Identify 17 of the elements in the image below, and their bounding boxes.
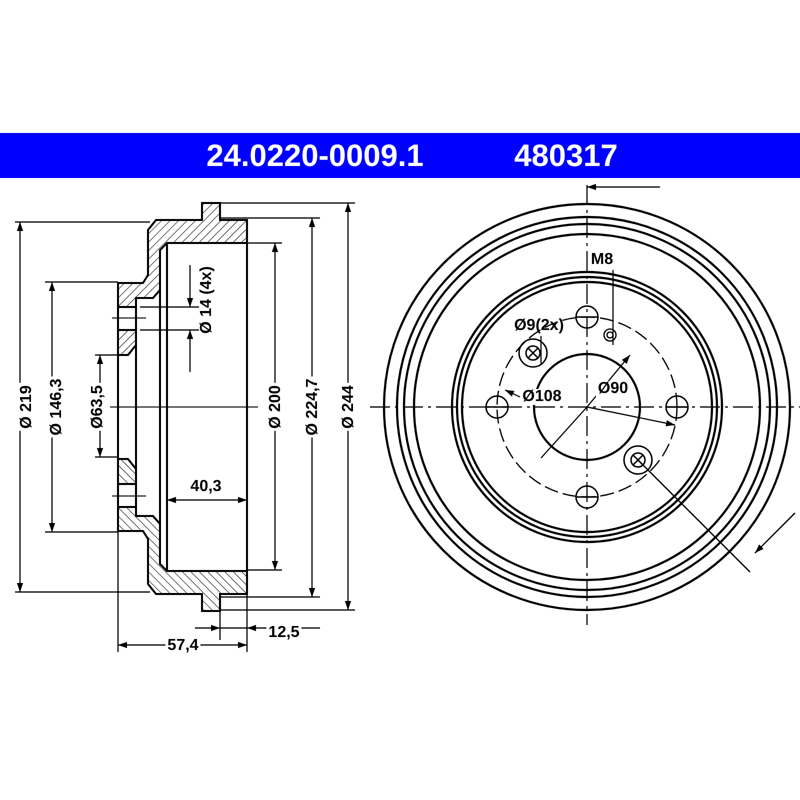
part-number: 24.0220-0009.1 [206, 136, 424, 175]
leader-line [540, 336, 542, 364]
dimension-label: Ø108 [520, 389, 564, 405]
part-number: 480317 [514, 136, 618, 175]
dimension-label: Ø 146,3 [49, 376, 65, 438]
dimension-label: Ø90 [596, 381, 630, 397]
callout-text: Ø9(2x) [506, 316, 572, 336]
dimension-label: Ø63,5 [90, 383, 106, 431]
dimension-label: 40,3 [188, 479, 224, 495]
dimension-label: Ø 224,7 [305, 376, 321, 438]
dimension-label: 12,5 [266, 625, 302, 641]
dimension-label: Ø 244 [341, 383, 357, 431]
callout-text: M8 [588, 250, 616, 270]
dimension-label: 57,4 [165, 638, 201, 654]
dimension-label: Ø 200 [268, 383, 284, 431]
dimension-label: Ø 14 (4x) [199, 264, 215, 336]
dimension-label: Ø 219 [19, 383, 35, 431]
